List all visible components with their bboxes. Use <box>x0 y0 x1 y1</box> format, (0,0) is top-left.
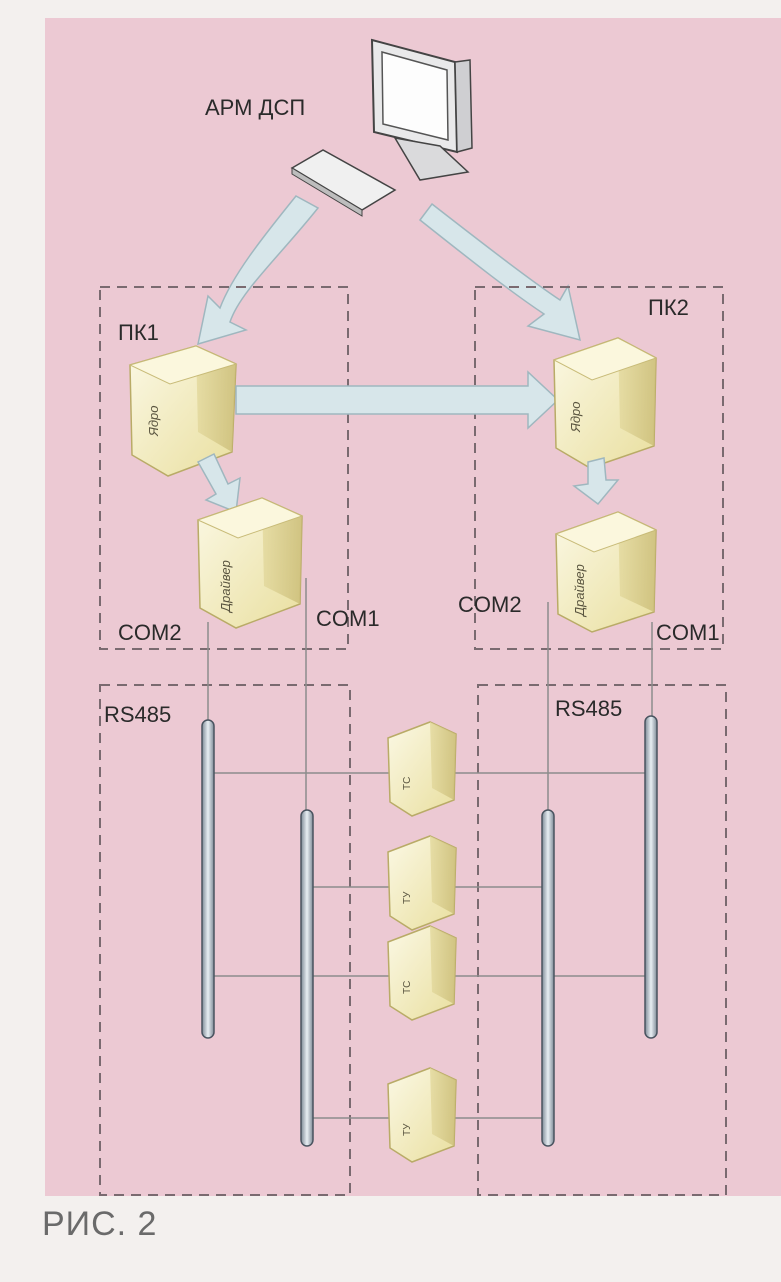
rs485-bus-left-2 <box>300 809 314 1147</box>
controller-label-3: ТС <box>402 981 413 994</box>
pc1-driver-label: Драйвер <box>218 560 233 614</box>
rs485-bus-left-1 <box>201 719 215 1039</box>
figure-caption: РИС. 2 <box>42 1205 158 1243</box>
pc2-kernel-block: Ядро <box>552 337 658 469</box>
com-lines <box>207 578 653 810</box>
controller-module-1: ТС <box>387 721 457 817</box>
rs485-left-label: RS485 <box>104 702 171 727</box>
pc1-kernel-label: Ядро <box>146 405 161 437</box>
controller-module-2: ТУ <box>387 835 457 931</box>
arrow-to-pc1 <box>197 195 320 346</box>
pc2-driver-label: Драйвер <box>572 564 587 618</box>
controller-module-4: ТУ <box>387 1067 457 1163</box>
pc1-group <box>99 286 349 650</box>
pc2-driver-block: Драйвер <box>554 511 658 633</box>
controller-label-1: ТС <box>402 777 413 790</box>
pc2-com2-label: COM2 <box>458 592 522 617</box>
rs485-bus-right-1 <box>541 809 555 1147</box>
pc1-com2-label: COM2 <box>118 620 182 645</box>
rs485-left-group <box>99 684 351 1196</box>
pc2-com1-label: COM1 <box>656 620 720 645</box>
workstation-icon <box>290 38 473 217</box>
controller-label-2: ТУ <box>402 891 413 904</box>
pc1-driver-block: Драйвер <box>196 497 304 629</box>
rs485-bus-right-2 <box>644 715 658 1039</box>
arrow-pc1-to-pc2 <box>235 370 560 430</box>
rs485-right-group <box>477 684 727 1196</box>
arrow-to-pc2 <box>418 202 582 342</box>
pc2-group <box>474 286 724 650</box>
arrow-pc2-kernel-to-driver <box>572 457 620 506</box>
workstation-label: АРМ ДСП <box>205 95 305 120</box>
pc2-kernel-label: Ядро <box>568 401 583 433</box>
pc1-label: ПК1 <box>118 320 159 345</box>
pc1-kernel-block: Ядро <box>128 345 238 477</box>
rs485-right-label: RS485 <box>555 696 622 721</box>
controller-label-4: ТУ <box>402 1123 413 1136</box>
controller-module-3: ТС <box>387 925 457 1021</box>
pc2-label: ПК2 <box>648 295 689 320</box>
pc1-com1-label: COM1 <box>316 606 380 631</box>
arrow-pc1-kernel-to-driver <box>196 452 241 514</box>
